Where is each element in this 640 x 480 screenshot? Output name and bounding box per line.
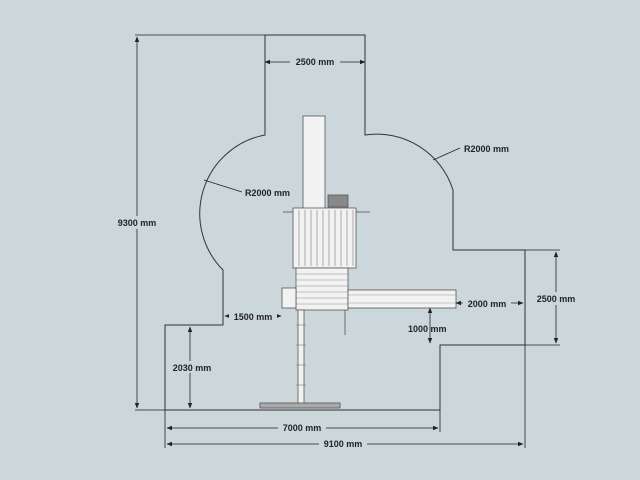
slide: [347, 289, 457, 309]
tower-roof: [292, 207, 357, 269]
dim-slide-clearance: 2000 mm: [468, 299, 507, 309]
side-step: [281, 287, 297, 309]
dim-total-width: 9100 mm: [324, 439, 363, 449]
safety-zone-outline: [164, 34, 526, 411]
dim-total-height: 9300 mm: [118, 218, 157, 228]
dim-top-width: 2500 mm: [296, 57, 335, 67]
dim-inner-width: 7000 mm: [283, 423, 322, 433]
play-structure: [259, 115, 457, 409]
swing-beam: [302, 115, 326, 212]
roof-detail: [327, 194, 349, 208]
dim-bottom-left: 2030 mm: [173, 363, 212, 373]
dim-radius-right: R2000 mm: [464, 144, 509, 154]
ground-base: [259, 402, 341, 409]
dim-right-step: 1000 mm: [408, 324, 447, 334]
dim-left-step: 1500 mm: [234, 312, 273, 322]
ladder: [297, 309, 305, 406]
dim-radius-left: R2000 mm: [245, 188, 290, 198]
dim-right-offset: 2500 mm: [537, 294, 576, 304]
deck: [295, 267, 349, 311]
